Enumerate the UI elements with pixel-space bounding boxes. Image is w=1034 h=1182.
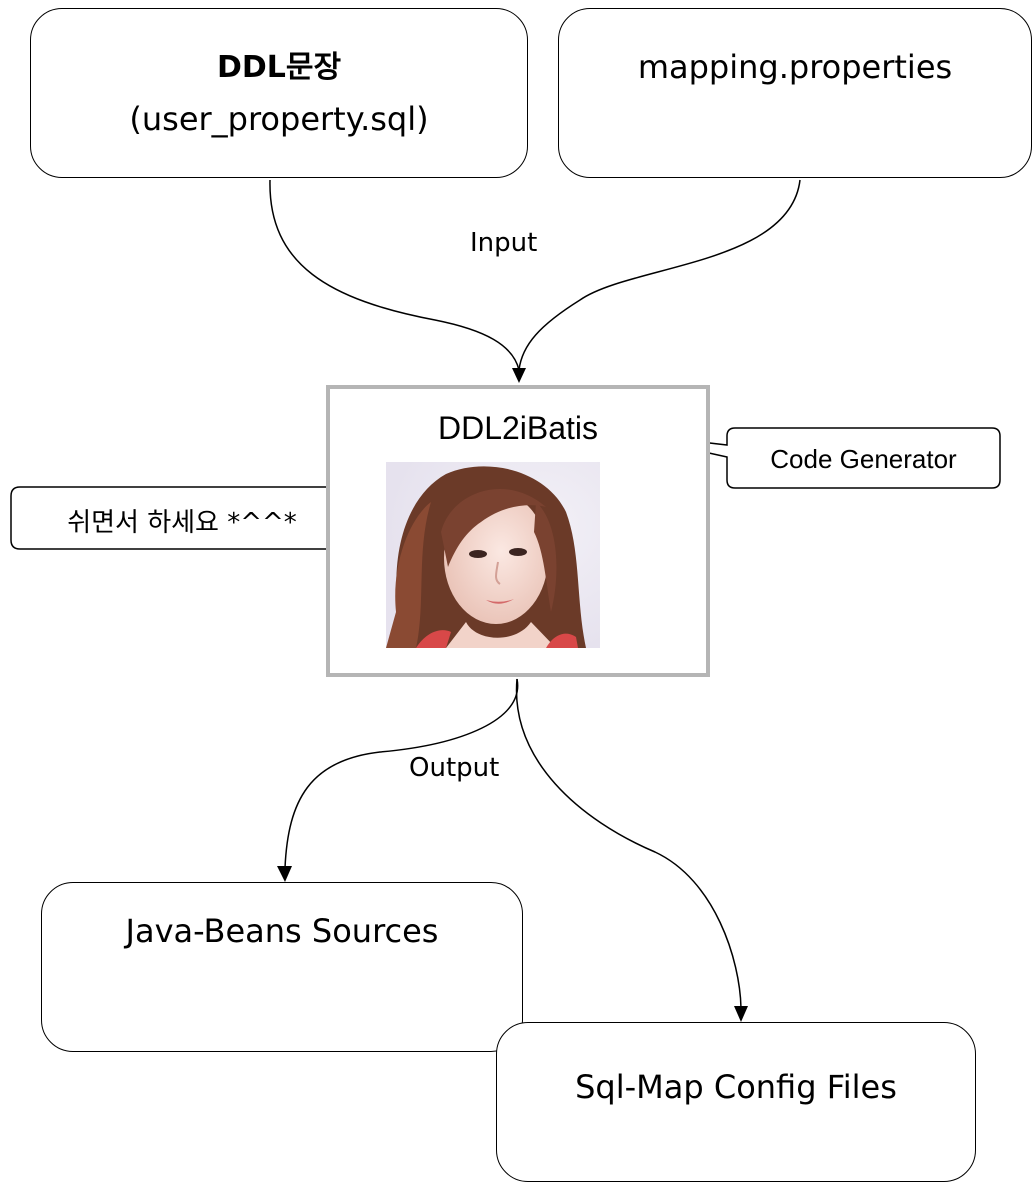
output-label: Output xyxy=(409,753,500,783)
mapping-to-generator-arrow xyxy=(518,179,801,371)
ddl-input-title: DDL문장 xyxy=(216,50,342,85)
java-beans-output-label: Java-Beans Sources xyxy=(125,912,439,950)
mapping-input-box xyxy=(558,8,1032,178)
ddl-input-box xyxy=(30,8,528,178)
portrait-image xyxy=(386,462,600,648)
ddl-input-filename: (user_property.sql) xyxy=(129,100,429,138)
java-arrowhead xyxy=(277,866,292,882)
generator-title: DDL2iBatis xyxy=(437,410,599,446)
rest-message-callout-text: 쉬면서 하세요 *^^* xyxy=(67,508,297,538)
input-label: Input xyxy=(470,228,538,258)
mapping-input-label: mapping.properties xyxy=(637,48,953,86)
code-generator-callout-text: Code Generator xyxy=(770,444,957,474)
java-beans-output-box xyxy=(41,882,523,1052)
input-arrowhead xyxy=(512,368,526,383)
code-generator-callout xyxy=(613,427,1001,489)
generator-to-sqlmap-arrow xyxy=(515,678,742,1009)
sqlmap-arrowhead xyxy=(734,1006,748,1022)
sqlmap-output-label: Sql-Map Config Files xyxy=(575,1068,897,1106)
ddl-to-generator-arrow xyxy=(269,179,520,371)
generator-to-java-arrow xyxy=(284,678,519,869)
